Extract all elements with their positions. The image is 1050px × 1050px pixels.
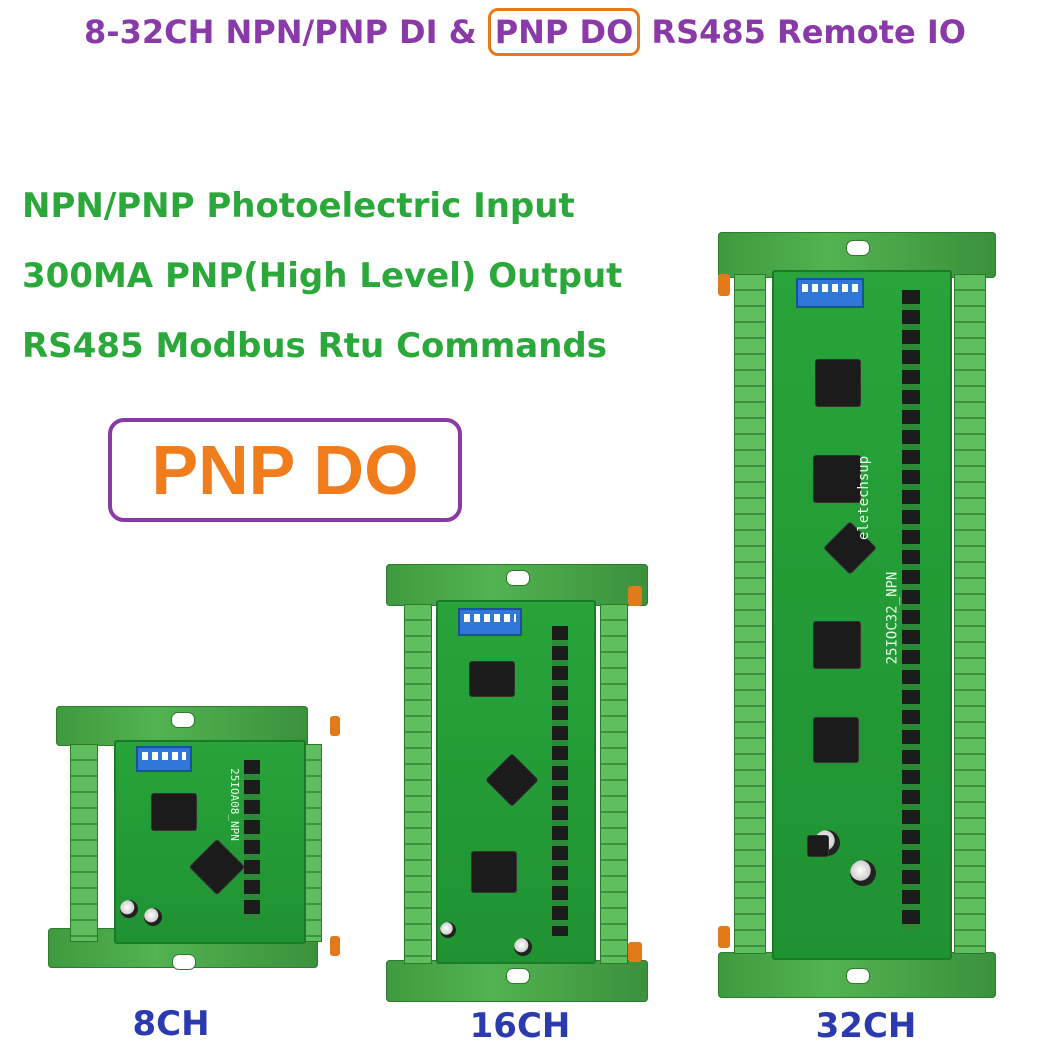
board-8ch-image: 25IOA08_NPN (48, 698, 340, 970)
page-title: 8-32CH NPN/PNP DI & PNP DO RS485 Remote … (0, 6, 1050, 58)
feature-protocol: RS485 Modbus Rtu Commands (22, 326, 607, 366)
pcb-brand-text: eletechsup (856, 455, 873, 541)
feature-input: NPN/PNP Photoelectric Input (22, 186, 575, 226)
title-highlight: PNP DO (487, 8, 641, 56)
pcb-silk-text: 25IOC32_NPN (884, 571, 901, 665)
title-prefix: 8-32CH NPN/PNP DI & (84, 13, 488, 51)
board-label-32ch: 32CH (815, 1006, 917, 1046)
pcb-silk-text: 25IOA08_NPN (227, 768, 241, 841)
board-16ch-image (386, 556, 648, 1002)
board-label-16ch: 16CH (469, 1006, 571, 1046)
board-label-8ch: 8CH (132, 1004, 210, 1044)
title-suffix: RS485 Remote IO (640, 13, 966, 51)
feature-output: 300MA PNP(High Level) Output (22, 256, 623, 296)
board-32ch-image: 25IOC32_NPN eletechsup (718, 230, 996, 1000)
pnp-do-badge: PNP DO (108, 418, 462, 522)
